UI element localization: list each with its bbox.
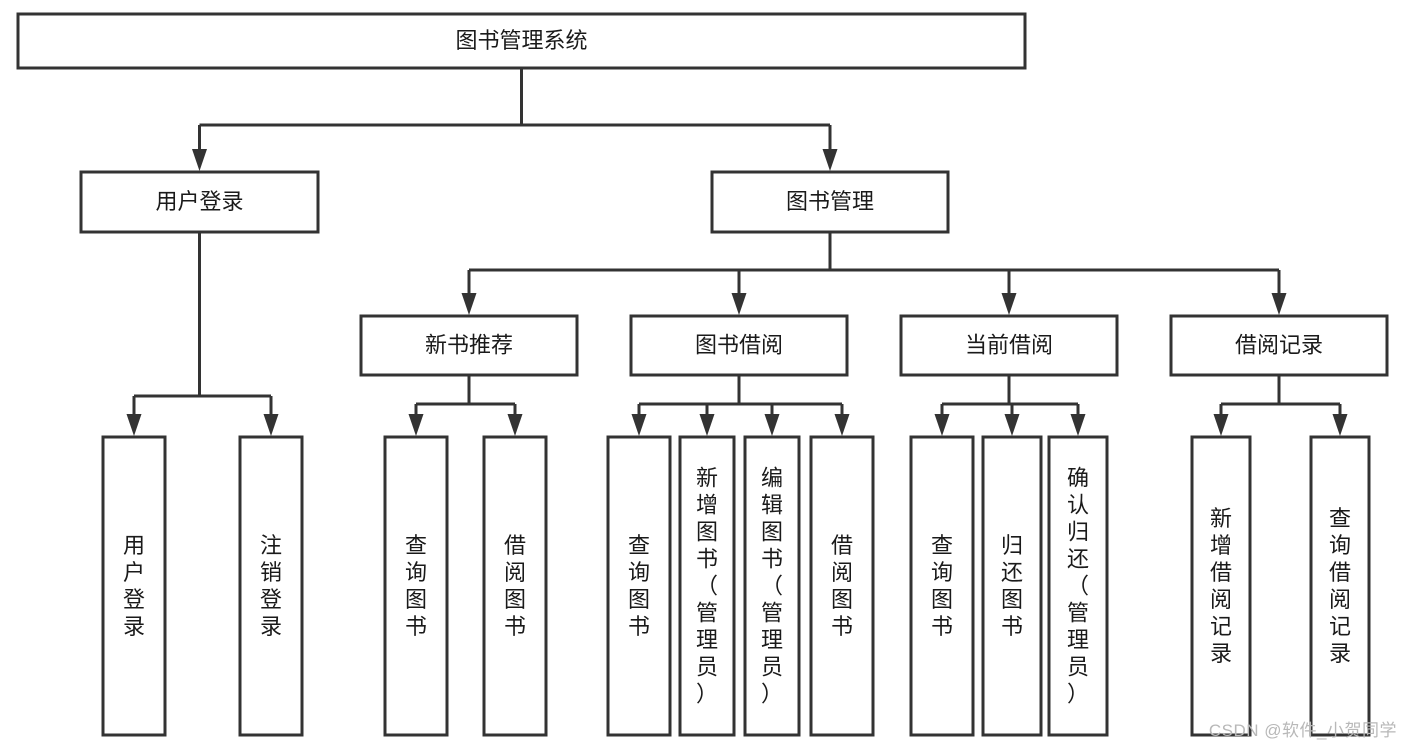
node-new-book-rec[interactable]: 新书推荐: [359, 314, 579, 377]
node-label: 查询图书: [628, 533, 650, 639]
node-current-borrow[interactable]: 当前借阅: [899, 314, 1119, 377]
arrow-head-icon: [1001, 293, 1017, 315]
node-leaf-borrow-book-2[interactable]: 借阅图书: [809, 435, 875, 737]
arrow-head-icon: [631, 414, 647, 436]
node-leaf-user-login[interactable]: 用户登录: [101, 435, 167, 737]
connector-current-borrow-to-leaves: [934, 375, 1086, 436]
node-leaf-add-book[interactable]: 新增图书（管理员）: [678, 435, 736, 737]
node-leaf-edit-book[interactable]: 编辑图书（管理员）: [743, 435, 801, 737]
node-box[interactable]: [1190, 435, 1252, 737]
arrow-head-icon: [507, 414, 523, 436]
arrow-head-icon: [822, 149, 838, 171]
node-label: 图书借阅: [695, 332, 783, 357]
connector-book-borrow-to-leaves: [631, 375, 850, 436]
arrow-head-icon: [1332, 414, 1348, 436]
node-box[interactable]: [383, 435, 449, 737]
arrow-head-icon: [1004, 414, 1020, 436]
nodes-layer: 图书管理系统用户登录图书管理新书推荐图书借阅当前借阅借阅记录用户登录注销登录查询…: [16, 12, 1389, 737]
node-box[interactable]: [678, 435, 736, 737]
node-box[interactable]: [482, 435, 548, 737]
node-box[interactable]: [909, 435, 975, 737]
node-leaf-query-book-3[interactable]: 查询图书: [909, 435, 975, 737]
node-label: 确认归还（管理员）: [1067, 466, 1089, 707]
node-leaf-query-book-1[interactable]: 查询图书: [383, 435, 449, 737]
node-borrow-record[interactable]: 借阅记录: [1169, 314, 1389, 377]
node-book-borrow[interactable]: 图书借阅: [629, 314, 849, 377]
arrow-head-icon: [408, 414, 424, 436]
node-label: 编辑图书（管理员）: [761, 466, 783, 707]
node-box[interactable]: [1169, 314, 1389, 377]
node-label: 查询图书: [931, 533, 953, 639]
arrow-head-icon: [834, 414, 850, 436]
connectors-layer: [126, 68, 1348, 436]
node-leaf-confirm-return[interactable]: 确认归还（管理员）: [1047, 435, 1109, 737]
node-root[interactable]: 图书管理系统: [16, 12, 1027, 70]
connector-book-manage-to-level3: [461, 232, 1287, 315]
node-label: 借阅图书: [504, 533, 526, 639]
connector-new-book-rec-to-leaves: [408, 375, 523, 436]
node-leaf-logout[interactable]: 注销登录: [238, 435, 304, 737]
node-box[interactable]: [1047, 435, 1109, 737]
node-label: 用户登录: [123, 533, 145, 639]
node-label: 查询借阅记录: [1329, 506, 1351, 666]
node-label: 查询图书: [405, 533, 427, 639]
arrow-head-icon: [1070, 414, 1086, 436]
connector-borrow-record-to-leaves: [1213, 375, 1348, 436]
node-box[interactable]: [606, 435, 672, 737]
node-box[interactable]: [629, 314, 849, 377]
node-user-login[interactable]: 用户登录: [79, 170, 320, 234]
node-leaf-add-record[interactable]: 新增借阅记录: [1190, 435, 1252, 737]
node-leaf-query-book-2[interactable]: 查询图书: [606, 435, 672, 737]
node-label: 新增图书（管理员）: [696, 466, 718, 707]
arrow-head-icon: [192, 149, 207, 171]
arrow-head-icon: [731, 293, 747, 315]
node-label: 借阅图书: [831, 533, 853, 639]
node-leaf-borrow-book-1[interactable]: 借阅图书: [482, 435, 548, 737]
node-book-manage[interactable]: 图书管理: [710, 170, 950, 234]
arrow-head-icon: [764, 414, 780, 436]
arrow-head-icon: [699, 414, 715, 436]
node-leaf-return-book[interactable]: 归还图书: [981, 435, 1043, 737]
connector-user-login-to-leaves: [126, 232, 279, 436]
node-box[interactable]: [359, 314, 579, 377]
node-box[interactable]: [79, 170, 320, 234]
csdn-watermark: CSDN @软件_小贺同学: [1208, 721, 1397, 740]
node-label: 当前借阅: [965, 332, 1053, 357]
node-leaf-query-record[interactable]: 查询借阅记录: [1309, 435, 1371, 737]
node-box[interactable]: [981, 435, 1043, 737]
node-label: 归还图书: [1001, 533, 1023, 639]
node-label: 图书管理: [786, 189, 874, 214]
arrow-head-icon: [1271, 293, 1287, 315]
node-label: 新增借阅记录: [1210, 506, 1232, 666]
node-box[interactable]: [899, 314, 1119, 377]
node-box[interactable]: [1309, 435, 1371, 737]
node-box[interactable]: [710, 170, 950, 234]
arrow-head-icon: [461, 293, 477, 315]
node-label: 借阅记录: [1235, 332, 1323, 357]
node-box[interactable]: [238, 435, 304, 737]
node-box[interactable]: [101, 435, 167, 737]
arrow-head-icon: [1213, 414, 1229, 436]
arrow-head-icon: [263, 414, 279, 436]
node-box[interactable]: [743, 435, 801, 737]
arrow-head-icon: [934, 414, 950, 436]
connector-root-to-level2-bus: [192, 68, 838, 171]
node-box[interactable]: [16, 12, 1027, 70]
node-label: 图书管理系统: [455, 28, 587, 53]
arrow-head-icon: [126, 414, 142, 436]
node-label: 新书推荐: [425, 332, 513, 357]
node-box[interactable]: [809, 435, 875, 737]
node-label: 用户登录: [155, 189, 243, 214]
node-label: 注销登录: [260, 533, 282, 639]
